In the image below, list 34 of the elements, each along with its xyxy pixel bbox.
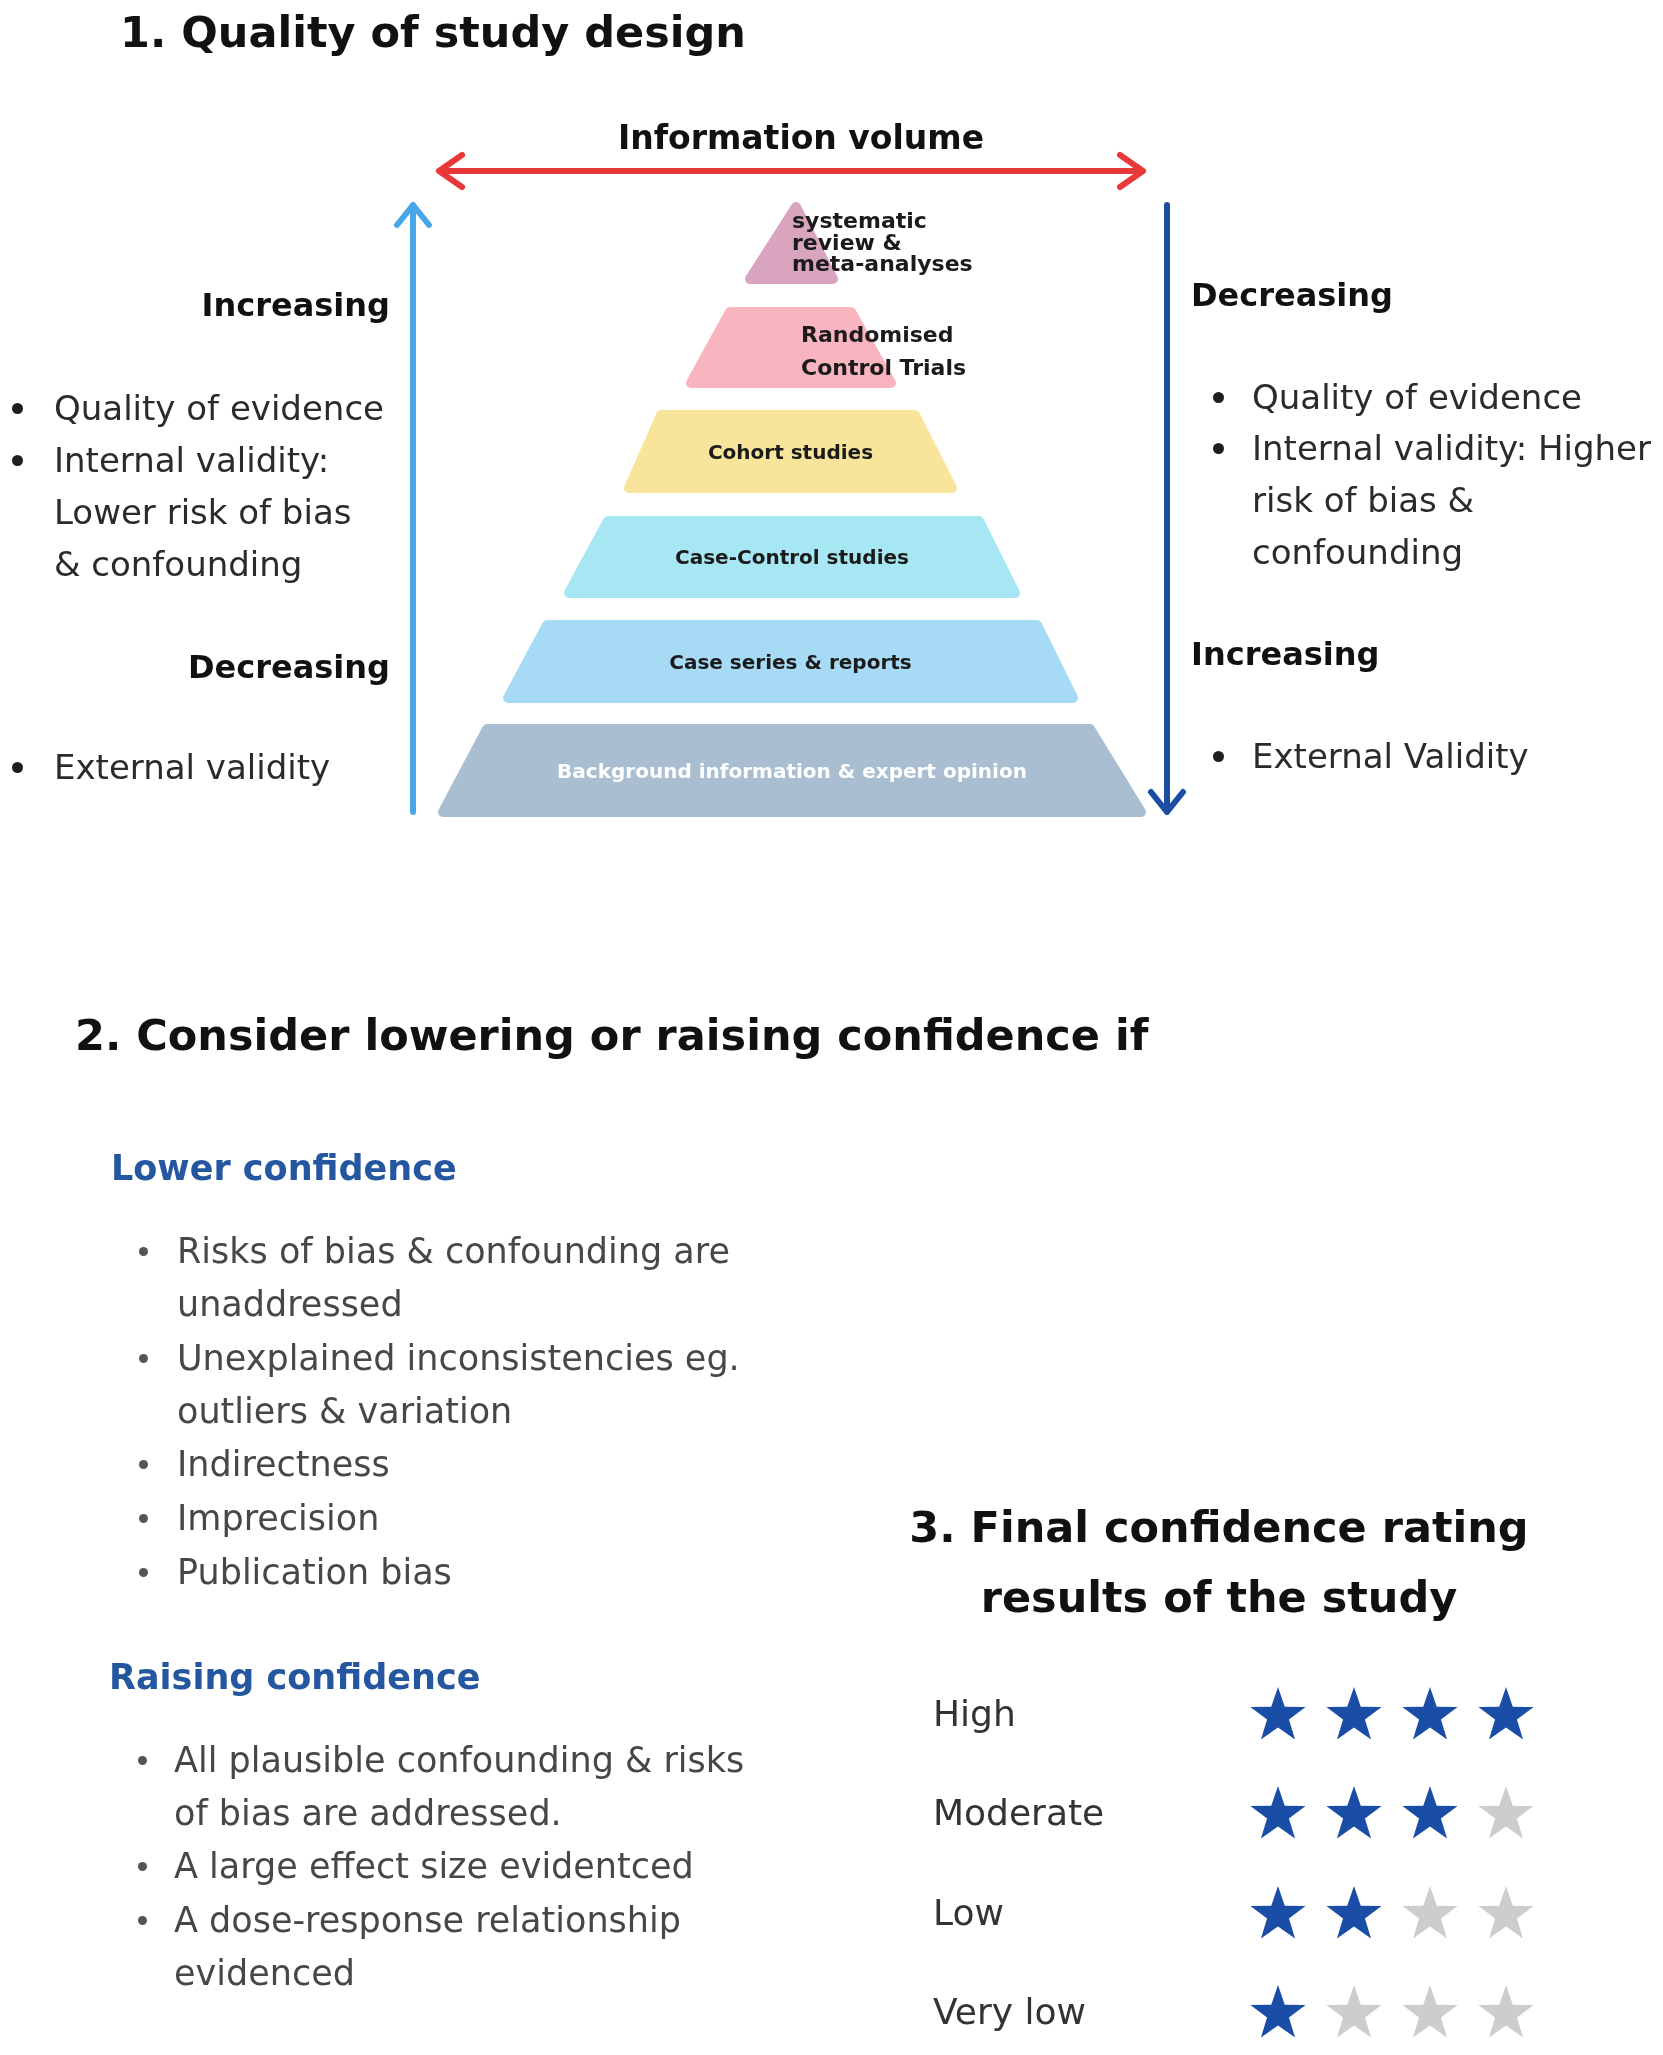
bullet-text: External validity: [54, 746, 331, 789]
section-heading: 2. Consider lowering or raising confidence if: [75, 1009, 1149, 1061]
trend-heading: Decreasing: [1191, 275, 1393, 315]
bullet-text: Quality of evidence: [1252, 376, 1583, 419]
bullet-text: Internal validity: Lower risk of bias & confounding: [54, 439, 353, 586]
tier-label: Cohort studies: [707, 438, 874, 466]
bullet-text: Imprecision: [177, 1497, 380, 1540]
bullet-text: Unexplained inconsistencies eg. outliers & variation: [177, 1337, 741, 1433]
bullet-text: Publication bias: [177, 1551, 452, 1594]
tier-label: Background information & expert opinion: [557, 757, 1027, 785]
bullet-text: A large effect size evidentced: [174, 1845, 694, 1888]
bullet-text: Risks of bias & confounding are unaddressed: [177, 1230, 731, 1326]
bullet-text: A dose-response relationship evidenced: [174, 1899, 682, 1995]
tier-label: systematic review & meta-analyses: [792, 210, 974, 275]
bullet-text: External Validity: [1252, 735, 1529, 778]
arrow-label: Information volume: [617, 118, 985, 158]
rating-label: Low: [933, 1891, 1004, 1935]
subsection-heading: Raising confidence: [109, 1657, 481, 1697]
rating-label: Moderate: [933, 1791, 1105, 1835]
bullet-text: Quality of evidence: [54, 387, 385, 430]
bullet-text: Internal validity: Higher risk of bias & confounding: [1252, 427, 1652, 574]
bullet-text: Indirectness: [177, 1443, 390, 1486]
tier-label: Randomised Control Trials: [801, 321, 968, 382]
rating-label: High: [933, 1692, 1016, 1736]
tier-label: Case-Control studies: [675, 544, 909, 571]
bullet-text: All plausible confounding & risks of bias are addressed.: [174, 1739, 746, 1835]
trend-heading: Increasing: [201, 285, 390, 325]
tier-label: Case series & reports: [669, 648, 912, 676]
trend-heading: Increasing: [1191, 634, 1380, 674]
section-heading: 3. Final confidence rating results of the study: [908, 1501, 1530, 1624]
subsection-heading: Lower confidence: [111, 1148, 457, 1188]
rating-label: Very low: [933, 1990, 1086, 2034]
section-heading: 1. Quality of study design: [120, 6, 746, 58]
trend-heading: Decreasing: [188, 647, 390, 687]
